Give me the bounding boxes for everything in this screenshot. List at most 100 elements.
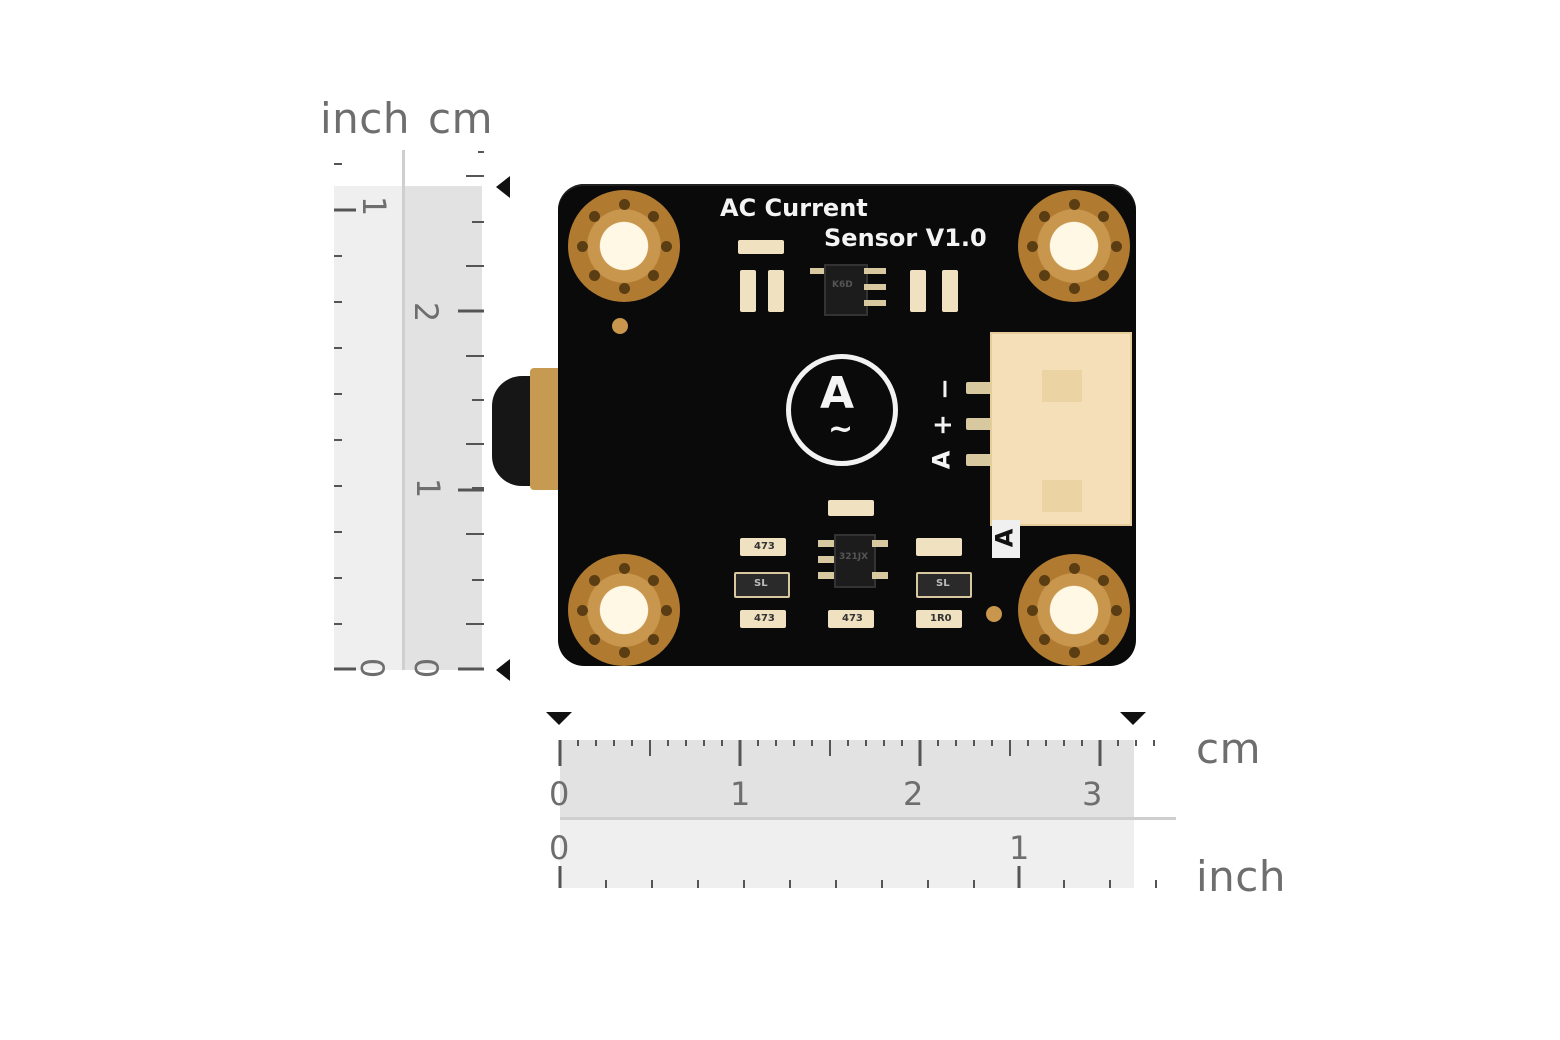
hole-via xyxy=(1026,240,1038,252)
horizontal-inch-tick-1: 1 xyxy=(1009,829,1030,867)
ic-chip-bottom xyxy=(834,534,876,588)
mounting-hole-top-left xyxy=(568,190,680,302)
hole-via xyxy=(1098,574,1110,586)
hole-via xyxy=(1068,562,1080,574)
ic-bottom-pin-3 xyxy=(818,572,834,579)
hole-via xyxy=(618,282,630,294)
ic-bottom-pin-2 xyxy=(818,556,834,563)
smd-resistor-3 xyxy=(828,610,874,628)
vertical-cm-tick-2: 2 xyxy=(407,301,446,323)
connector-label: A xyxy=(990,528,1019,548)
smd-resistor-2 xyxy=(740,610,786,628)
ic-bottom-pin-5 xyxy=(872,572,888,579)
smd-cap-4 xyxy=(942,270,958,312)
hole-via xyxy=(1110,604,1122,616)
ic-pin-2 xyxy=(864,268,886,274)
hole-via xyxy=(1110,240,1122,252)
smd-cap-2 xyxy=(768,270,784,312)
horizontal-ruler-ticks xyxy=(558,740,1157,888)
hole-via xyxy=(588,210,600,222)
hole-via xyxy=(1068,198,1080,210)
hole-via xyxy=(618,562,630,574)
hole-via xyxy=(648,574,660,586)
vertical-inch-tick-0: 0 xyxy=(353,657,392,679)
hole-via xyxy=(648,210,660,222)
horizontal-ruler-inch-band xyxy=(560,820,1134,888)
ic-chip-top-marking: K6D xyxy=(832,280,853,290)
mounting-hole-bottom-left xyxy=(568,554,680,666)
resistor-marking-1: 473 xyxy=(754,541,775,552)
vertical-ruler-cm-label: cm xyxy=(428,94,494,143)
smd-resistor-4 xyxy=(916,610,962,628)
hole-via xyxy=(1026,604,1038,616)
hole-via xyxy=(588,574,600,586)
smd-cap-bottom-right xyxy=(916,538,962,556)
brand-logo-tilde: ~ xyxy=(828,412,854,447)
horizontal-cm-tick-2: 2 xyxy=(903,775,924,813)
ic-chip-bottom-marking: 321JX xyxy=(839,552,869,562)
hole-via xyxy=(1038,270,1050,282)
brand-logo-ring xyxy=(786,354,898,466)
pin-label-plus: + xyxy=(927,414,958,436)
mounting-hole-bottom-right xyxy=(1018,554,1130,666)
smd-led-bottom xyxy=(828,500,874,516)
smd-led-top xyxy=(738,240,784,254)
horizontal-cm-tick-0: 0 xyxy=(549,775,570,813)
pin-label-a: A xyxy=(927,450,956,470)
vertical-ruler-divider xyxy=(402,150,405,670)
hole-via xyxy=(660,240,672,252)
board-title-line1: AC Current xyxy=(720,194,868,222)
hole-via xyxy=(1068,282,1080,294)
diode-marking-2: SL xyxy=(936,578,950,589)
mounting-hole-top-right xyxy=(1018,190,1130,302)
resistor-marking-2: 473 xyxy=(754,613,775,624)
pin-label-minus: − xyxy=(929,378,960,400)
hole-via xyxy=(1038,210,1050,222)
ic-bottom-pin-1 xyxy=(818,540,834,547)
hole-via xyxy=(660,604,672,616)
hole-via xyxy=(1038,574,1050,586)
smd-diode-2 xyxy=(916,572,972,598)
diode-marking-1: SL xyxy=(754,578,768,589)
jst-connector-slot-top xyxy=(1042,370,1082,402)
horizontal-cm-tick-1: 1 xyxy=(730,775,751,813)
hole-via xyxy=(576,604,588,616)
connector-label-box xyxy=(992,520,1020,558)
ic-pin-3 xyxy=(864,284,886,290)
horizontal-cm-tick-3: 3 xyxy=(1082,775,1103,813)
resistor-marking-4: 1R0 xyxy=(930,613,952,624)
hole-via xyxy=(588,270,600,282)
smd-resistor-1 xyxy=(740,538,786,556)
vertical-cm-tick-0: 0 xyxy=(407,657,446,679)
hole-via xyxy=(1038,634,1050,646)
horizontal-ruler-cm-label: cm xyxy=(1196,724,1262,773)
hole-via xyxy=(1098,634,1110,646)
hole-via xyxy=(1098,270,1110,282)
resistor-marking-3: 473 xyxy=(842,613,863,624)
vertical-cm-tick-1: 1 xyxy=(409,477,448,499)
vertical-ruler-ticks xyxy=(334,151,484,671)
board-title-line2: Sensor V1.0 xyxy=(824,224,987,252)
hole-via xyxy=(648,634,660,646)
ic-chip-top xyxy=(824,264,868,316)
brand-logo-letter: A xyxy=(820,368,855,419)
hole-via xyxy=(1098,210,1110,222)
smd-cap-1 xyxy=(740,270,756,312)
hole-via xyxy=(618,198,630,210)
hole-via xyxy=(576,240,588,252)
hole-via xyxy=(618,646,630,658)
vertical-ruler-top-marker xyxy=(496,176,510,198)
ic-pin-1 xyxy=(810,268,824,274)
ic-bottom-pin-4 xyxy=(872,540,888,547)
smd-diode-1 xyxy=(734,572,790,598)
pcb-board: AC Current Sensor V1.0 K6D A ~ − + A A 4… xyxy=(558,184,1136,666)
test-pad-right xyxy=(986,606,1002,622)
vertical-ruler-inch-band xyxy=(334,186,402,670)
jst-connector-slot-bottom xyxy=(1042,480,1082,512)
vertical-ruler-inch-label: inch xyxy=(320,94,410,143)
hole-via xyxy=(588,634,600,646)
horizontal-inch-tick-0: 0 xyxy=(549,829,570,867)
horizontal-ruler-inch-label: inch xyxy=(1196,852,1286,901)
ic-pin-4 xyxy=(864,300,886,306)
horizontal-ruler-divider xyxy=(560,817,1176,820)
